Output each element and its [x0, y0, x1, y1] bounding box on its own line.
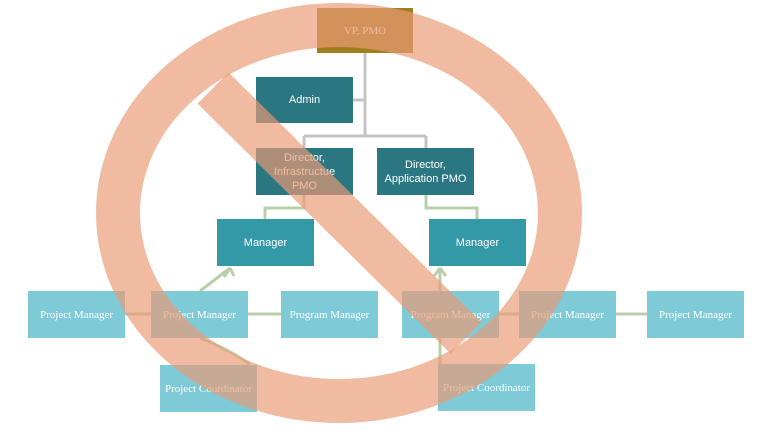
node-director-infrastructure: Director, Infrastructue PMO: [256, 148, 353, 195]
node-admin: Admin: [256, 77, 353, 123]
connector-pc-left: [199, 336, 251, 367]
node-project-coordinator-right: Project Coordinator: [438, 364, 535, 411]
node-director-application: Director, Application PMO: [377, 148, 474, 195]
connector-dir-left-mgr: [263, 195, 306, 219]
node-project-coordinator-left: Project Coordinator: [160, 365, 257, 412]
connector-prog-right-mgr: [432, 267, 448, 291]
node-program-manager-left: Program Manager: [281, 291, 378, 338]
node-project-manager-far-right: Project Manager: [647, 291, 744, 338]
connector-crossbar: [302, 120, 428, 148]
node-vp-pmo: VP, PMO: [317, 8, 413, 53]
connector-dir-right-mgr: [424, 195, 479, 219]
node-manager-right: Manager: [429, 219, 526, 266]
connector-pm-left-mgr: [199, 266, 236, 293]
node-manager-left: Manager: [217, 219, 314, 266]
node-project-manager-left: Project Manager: [151, 291, 248, 338]
node-project-manager-far-left: Project Manager: [28, 291, 125, 338]
node-project-manager-right: Project Manager: [519, 291, 616, 338]
node-program-manager-right: Program Manager: [402, 291, 499, 338]
